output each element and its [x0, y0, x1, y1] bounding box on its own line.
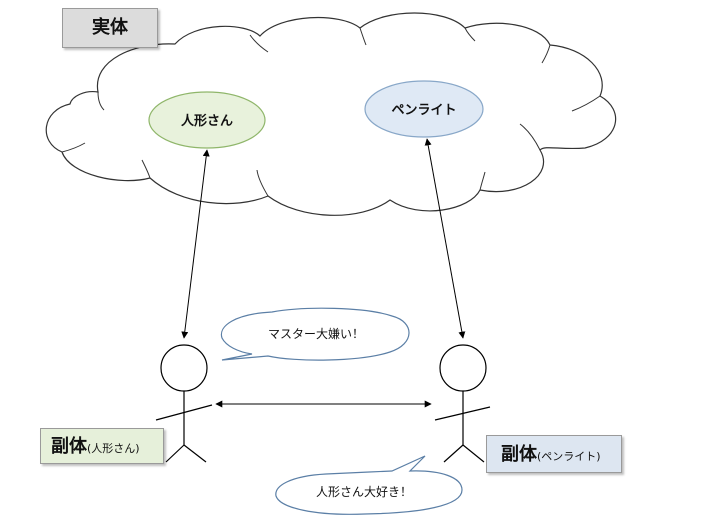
sub-body-pen-main: 副体	[501, 444, 537, 465]
sub-body-doll-paren: (人形さん)	[87, 442, 140, 455]
sub-body-penlight-label: 副体(ペンライト)	[486, 435, 622, 473]
speech-penlight-text: 人形さん大好き！	[316, 485, 412, 499]
doll-name: 人形さん	[181, 113, 233, 129]
penlight-ellipse	[364, 80, 484, 138]
stick-figure-doll	[155, 344, 213, 463]
speech-bubble-penlight	[275, 455, 463, 515]
penlight-name: ペンライト	[391, 103, 456, 118]
sub-body-doll-label: 副体(人形さん)	[40, 428, 164, 464]
sub-body-doll-main: 副体	[51, 436, 87, 457]
entity-label: 実体	[62, 8, 158, 48]
speech-doll-text: マスター大嫌い！	[268, 327, 364, 341]
doll-ellipse	[148, 91, 266, 149]
stick-figure-penlight	[434, 344, 491, 463]
penlight-link-arrow	[424, 138, 466, 339]
entity-label-text: 実体	[92, 17, 128, 38]
sub-body-pen-paren: (ペンライト)	[537, 450, 601, 463]
doll-link-arrow	[181, 149, 210, 339]
speech-bubble-doll	[220, 307, 410, 361]
